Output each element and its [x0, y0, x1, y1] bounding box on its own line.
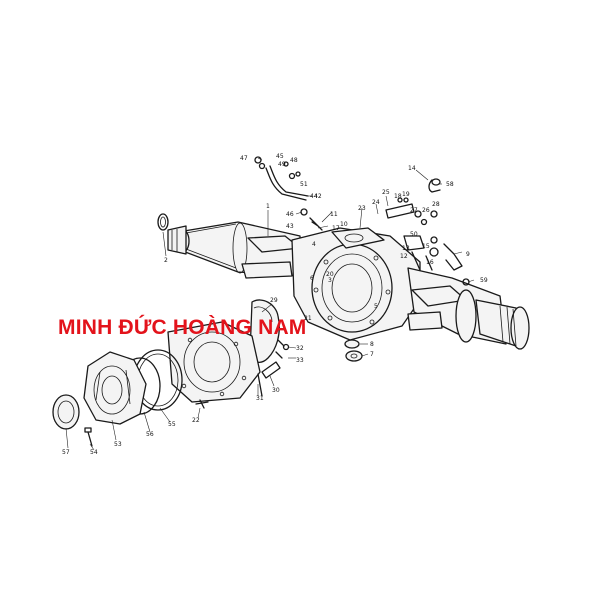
shop-watermark: MINH ĐỨC HOÀNG NAM: [58, 316, 307, 339]
callout-47: 47: [240, 155, 248, 162]
callout-11: 11: [330, 211, 338, 218]
callout-21: 21: [304, 315, 312, 322]
part-bolt: [84, 427, 93, 447]
callout-26: 26: [422, 207, 430, 214]
callout-19: 19: [402, 191, 410, 198]
callout-43: 43: [286, 223, 294, 230]
callout-31: 31: [256, 395, 264, 402]
callout-14: 14: [408, 165, 416, 172]
callout-28: 28: [432, 201, 440, 208]
part-brake-hose: [254, 156, 323, 231]
callout-12: 12: [400, 253, 408, 260]
callout-9: 9: [466, 251, 470, 258]
callout-25: 25: [382, 189, 390, 196]
callout-23: 23: [358, 205, 366, 212]
callout-48: 48: [290, 157, 298, 164]
callout-32: 32: [296, 345, 304, 352]
part-nut-washer: [344, 339, 363, 362]
callout-20: 20: [326, 271, 334, 278]
callout-42: 42: [314, 193, 322, 200]
callout-45: 45: [276, 153, 284, 160]
callout-30: 30: [272, 387, 280, 394]
leader-lines: [65, 157, 475, 451]
callout-49: 49: [278, 161, 286, 168]
callout-4: 4: [312, 241, 316, 248]
callout-13: 13: [402, 245, 410, 252]
callout-46: 46: [286, 211, 294, 218]
callout-15: 15: [422, 243, 430, 250]
callout-59: 59: [480, 277, 488, 284]
callout-3: 3: [328, 277, 332, 284]
callout-58: 58: [446, 181, 454, 188]
callout-53: 53: [114, 441, 122, 448]
part-oil-seal: [52, 394, 80, 430]
callout-16: 16: [426, 259, 434, 266]
callout-51: 51: [300, 181, 308, 188]
callout-24: 24: [372, 199, 380, 206]
callout-29: 29: [270, 297, 278, 304]
callout-1: 1: [266, 203, 270, 210]
callout-27: 27: [410, 207, 418, 214]
part-valve-group: [385, 178, 470, 286]
axle-housing: [167, 221, 530, 350]
callout-50: 50: [410, 231, 418, 238]
callout-33: 33: [296, 357, 304, 364]
part-cover-plate: [249, 299, 290, 379]
callout-22: 22: [192, 417, 200, 424]
callout-7: 7: [370, 351, 374, 358]
callout-labels: 1 2 3 4 5 6 7 8 9 10 11 12 13 14 15 16 1…: [62, 153, 488, 456]
part-diff-carrier: [167, 321, 263, 409]
callout-18: 18: [394, 193, 402, 200]
callout-2: 2: [164, 257, 168, 264]
callout-56: 56: [146, 431, 154, 438]
callout-57: 57: [62, 449, 70, 456]
callout-10: 10: [340, 221, 348, 228]
callout-55: 55: [168, 421, 176, 428]
callout-44: 44: [310, 193, 318, 200]
callout-54: 54: [90, 449, 98, 456]
callout-5: 5: [374, 303, 378, 310]
part-bearing-housing: [83, 351, 147, 425]
callout-6: 6: [310, 275, 314, 282]
part-seal-ring: [157, 213, 169, 231]
callout-8: 8: [370, 341, 374, 348]
callout-17: 17: [332, 225, 340, 232]
